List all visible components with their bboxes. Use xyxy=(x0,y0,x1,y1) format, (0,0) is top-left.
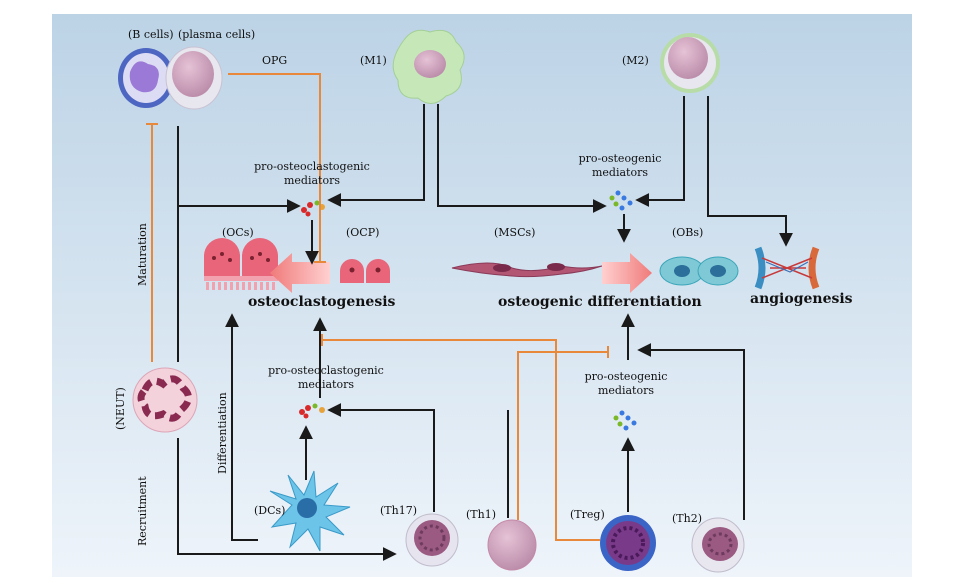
angiogenesis-label: angiogenesis xyxy=(750,291,853,307)
th1-label: (Th1) xyxy=(466,508,496,521)
osteogenic-differentiation-label: osteogenic differentiation xyxy=(498,294,702,310)
maturation-label: Maturation xyxy=(136,223,149,286)
osteoblast-icon xyxy=(659,256,739,286)
plasma-cells-label: (plasma cells) xyxy=(178,28,255,41)
th17-cell-icon xyxy=(405,513,459,567)
mscs-label: (MSCs) xyxy=(494,226,535,239)
obs-label: (OBs) xyxy=(672,226,703,239)
th17-label: (Th17) xyxy=(380,504,417,517)
ocs-label: (OCs) xyxy=(222,226,254,239)
ocp-label: (OCP) xyxy=(346,226,379,239)
ocp-cell-icon xyxy=(340,259,390,283)
pro-osteoclastogenic-top-label: pro-osteoclastogenic xyxy=(254,160,370,173)
mediators-top-left-label: mediators xyxy=(284,174,340,187)
m2-label: (M2) xyxy=(622,54,649,67)
mediators-bottom-right-label: mediators xyxy=(598,384,654,397)
dcs-label: (DCs) xyxy=(254,504,285,517)
th2-cell-icon xyxy=(691,517,745,573)
mediators-top-right-label: mediators xyxy=(592,166,648,179)
treg-cell-icon xyxy=(600,515,656,571)
m1-label: (M1) xyxy=(360,54,387,67)
inhibition-lines xyxy=(146,73,609,541)
plasma-cell-icon xyxy=(165,46,223,110)
osteogenesis-process-arrow xyxy=(602,253,652,293)
osteoclastogenesis-label: osteoclastogenesis xyxy=(248,294,396,310)
m2-macrophage-icon xyxy=(660,33,720,93)
recruitment-label: Recruitment xyxy=(136,476,149,546)
th2-label: (Th2) xyxy=(672,512,702,525)
pro-osteogenic-top-label: pro-osteogenic xyxy=(579,152,662,165)
differentiation-label: Differentiation xyxy=(216,392,229,474)
mediator-dots-icon xyxy=(613,410,637,431)
neutrophil-icon xyxy=(132,367,198,433)
blood-vessel-icon xyxy=(754,246,820,290)
m1-macrophage-icon xyxy=(392,29,465,104)
b-cells-label: (B cells) xyxy=(128,28,174,41)
osteoclast-icon xyxy=(204,238,278,290)
mediators-bottom-left-label: mediators xyxy=(298,378,354,391)
treg-label: (Treg) xyxy=(570,508,605,521)
pro-osteoclastogenic-bottom-label: pro-osteoclastogenic xyxy=(268,364,384,377)
dendritic-cell-icon xyxy=(269,470,351,552)
opg-label: OPG xyxy=(262,54,287,67)
pro-osteogenic-bottom-label: pro-osteogenic xyxy=(585,370,668,383)
mediator-dots-icon xyxy=(609,190,633,211)
th1-cell-icon xyxy=(487,519,537,571)
neut-label: (NEUT) xyxy=(114,387,127,430)
activation-arrows xyxy=(177,96,793,561)
b-cell-icon xyxy=(118,48,174,108)
mediator-dots-icon xyxy=(299,403,325,419)
